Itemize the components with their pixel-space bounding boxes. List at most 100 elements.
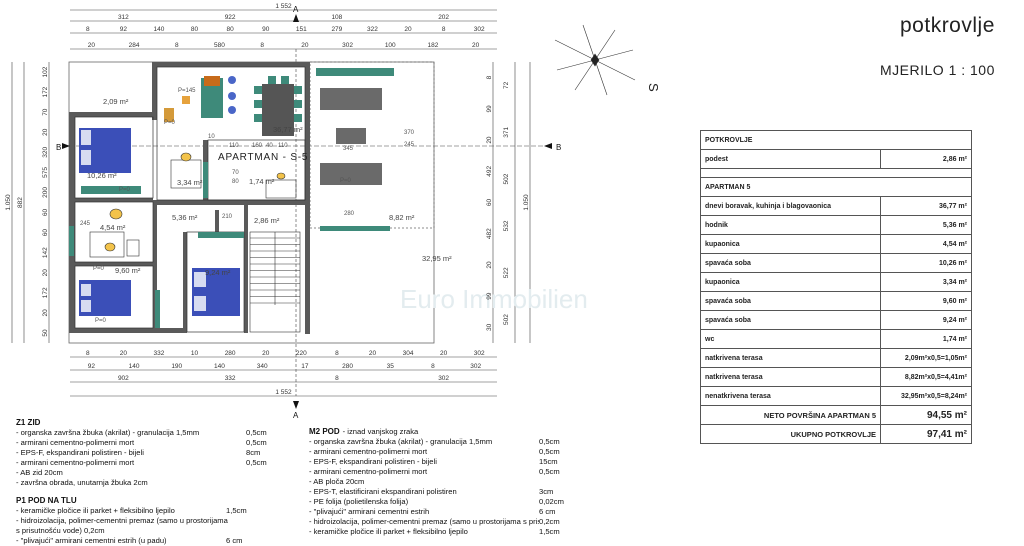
dimension-value: 902	[118, 375, 129, 382]
dimension-value: 92	[88, 363, 96, 370]
dimension-value: 371	[503, 126, 510, 137]
dimension-value: 8	[486, 75, 493, 79]
note-thickness: 1,5cm	[226, 506, 247, 515]
total-area-label: UKUPNO POTKROVLJE	[700, 424, 881, 444]
dimension-value: 20	[262, 350, 270, 357]
table-row-label: kupaonica	[700, 234, 881, 254]
dimension-value: 575	[42, 167, 49, 178]
elevation-label: P=0	[119, 187, 131, 193]
notes-right: M2 POD - iznad vanjskog zraka - organska…	[309, 427, 689, 537]
dimension-value: 302	[438, 375, 449, 382]
dimension-label: 10	[208, 134, 215, 140]
dimension-value: 20	[42, 309, 49, 317]
dimension-value: 60	[42, 229, 49, 237]
room-area: 3,34 m²	[177, 178, 203, 187]
note-text: - AB ploča 20cm	[309, 477, 365, 486]
note-thickness: 1,5cm	[539, 527, 560, 536]
dimension-value: 140	[214, 363, 225, 370]
dimension-value: 332	[225, 375, 236, 382]
dimension-value: 99	[486, 292, 493, 300]
dimension-value: 90	[262, 26, 270, 33]
dimension-value: 302	[474, 350, 485, 357]
dimension-value: 20	[42, 128, 49, 136]
note-text: s prisutnošću vode) 0,2cm	[16, 526, 105, 535]
dimension-value: 220	[296, 350, 307, 357]
room-area: 8,82 m²	[389, 213, 415, 222]
note-text: - hidroizolacija, polimer-cementni prema…	[16, 516, 228, 525]
table-row-label: nenatkrivena terasa	[700, 386, 881, 406]
note-text: - armirani cementno-polimerni mort	[16, 458, 135, 467]
table-row-label: spavaća soba	[700, 310, 881, 330]
dimension-label: 280	[344, 211, 355, 217]
dimension-value: 8	[431, 363, 435, 370]
note-thickness: 0,5cm	[539, 437, 560, 446]
note-line: - keramičke pločice ili parket + fleksib…	[16, 506, 296, 516]
dimension-value: 20	[42, 269, 49, 277]
dimension-value: 30	[486, 323, 493, 331]
note-list: - organska završna žbuka (akrilat) - gra…	[309, 437, 689, 537]
dimension-value: 882	[17, 197, 24, 208]
dimension-value: 10	[191, 350, 199, 357]
table-row-label: natkrivena terasa	[700, 367, 881, 387]
dimension-label: 110	[278, 143, 288, 149]
dimension-value: 502	[503, 173, 510, 184]
dimension-value: 20	[472, 42, 480, 49]
table-row-value: 36,77 m²	[880, 196, 972, 216]
note-text: - EPS-F, ekspandirani polistiren - bijel…	[16, 448, 144, 457]
table-row-label: spavaća soba	[700, 291, 881, 311]
room-area: 36,77 m²	[273, 125, 303, 134]
dimension-value: 8	[442, 26, 446, 33]
dimension-value: 302	[474, 26, 485, 33]
elevation-label: P=0	[93, 266, 105, 272]
note-line: - "plivajući" armirani cementni estrih (…	[16, 536, 296, 546]
dimension-value: 50	[42, 329, 49, 337]
dimension-label: 110	[229, 143, 239, 149]
elevation-label: P=0	[95, 318, 107, 324]
apartment-label: APARTMAN - S-5	[218, 152, 308, 163]
dimension-value: 482	[486, 228, 493, 239]
dimension-lines	[11, 9, 552, 397]
note-thickness: 3cm	[539, 487, 554, 496]
dimension-value: 302	[470, 363, 481, 370]
table-row-label: natkrivena terasa	[700, 348, 881, 368]
dimension-value: 17	[301, 363, 309, 370]
dimension-label: 245	[404, 142, 415, 148]
note-list: - keramičke pločice ili parket + fleksib…	[16, 506, 296, 546]
dimension-value: 532	[503, 220, 510, 231]
dimension-label: 160	[252, 143, 263, 149]
dimension-value: 80	[227, 26, 235, 33]
table-row: podest 2,86 m²	[700, 149, 972, 169]
note-subtitle: - iznad vanjskog zraka	[342, 427, 419, 436]
note-text: - PE folija (polietilenska folija)	[309, 497, 409, 506]
dimension-value: 8	[86, 26, 90, 33]
table-row-label: podest	[700, 149, 881, 169]
net-area-value: 94,55 m²	[880, 405, 972, 425]
total-area-value: 97,41 m²	[880, 424, 972, 444]
dining-table-icon	[262, 84, 294, 136]
note-text: - EPS-T, elastificirani ekspandirani pol…	[309, 487, 457, 496]
table-row-label: hodnik	[700, 215, 881, 235]
table-section-label: APARTMAN 5	[700, 177, 972, 197]
note-line: s prisutnošću vode) 0,2cm	[16, 526, 296, 536]
table-row-label: spavaća soba	[700, 253, 881, 273]
room-area: 9,24 m²	[205, 268, 231, 277]
note-thickness: 6 cm	[539, 507, 556, 516]
table-row-label: wc	[700, 329, 881, 349]
dimension-value: 60	[486, 199, 493, 207]
dimension-value: 322	[367, 26, 378, 33]
note-thickness: 15cm	[539, 457, 558, 466]
staircase	[249, 231, 301, 333]
note-text: - keramičke pločice ili parket + fleksib…	[309, 527, 468, 536]
notes-left: Z1 ZID - organska završna žbuka (akrilat…	[16, 416, 296, 546]
room-area: 1,74 m²	[249, 177, 275, 186]
note-text: - EPS-F, ekspandirani polistiren - bijel…	[309, 457, 437, 466]
note-text: - AB zid 20cm	[16, 468, 63, 477]
note-line: - PE folija (polietilenska folija)0,02cm	[309, 497, 689, 507]
